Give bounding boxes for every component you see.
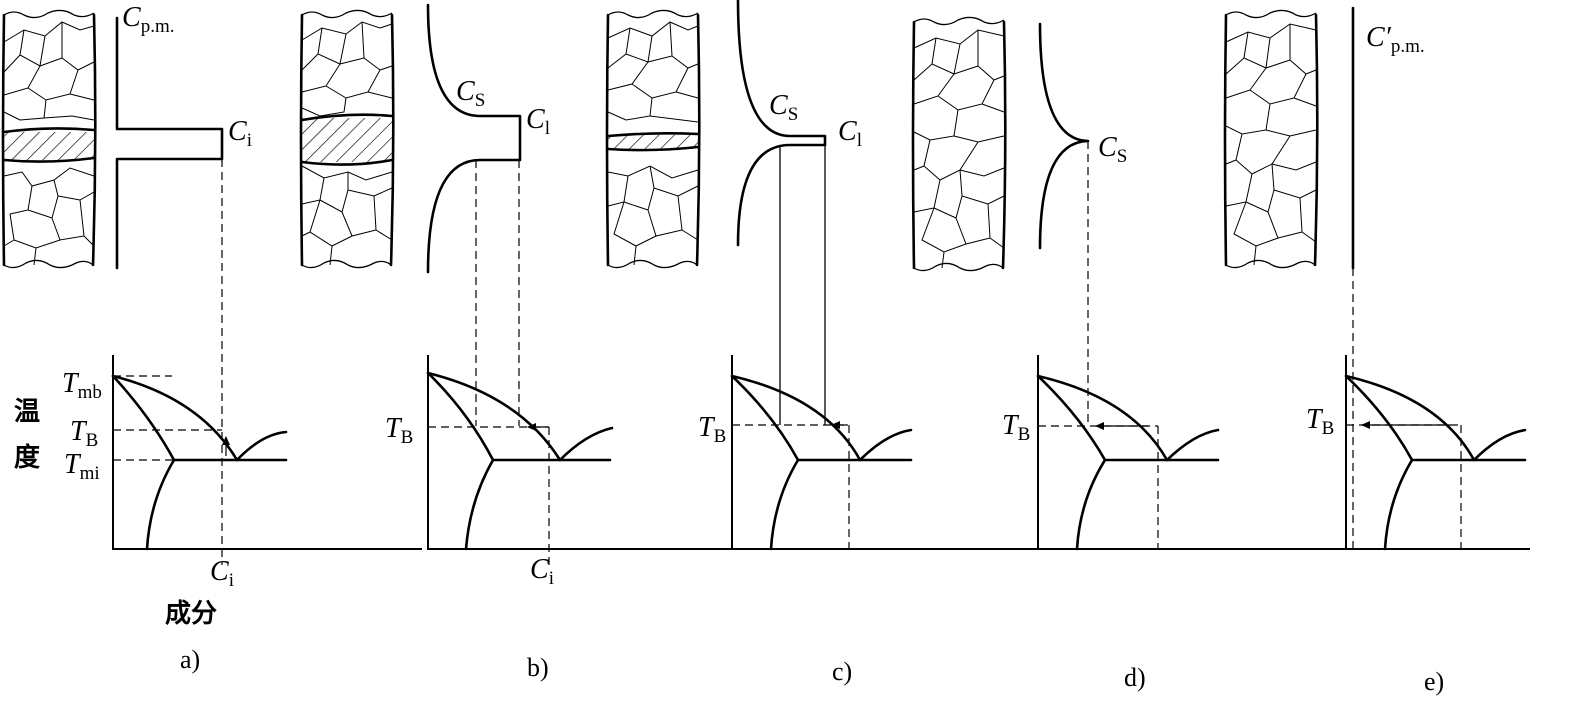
label-tb-a: TB <box>70 416 98 451</box>
label-tb-d: TB <box>1002 410 1030 445</box>
x-axis-label: 成分 <box>165 599 217 629</box>
caption-b: b) <box>527 653 549 682</box>
caption-d: d) <box>1124 663 1146 692</box>
microstructure-d <box>911 16 1007 272</box>
label-cl-b: Cl <box>526 104 550 139</box>
label-cl-c: Cl <box>838 116 862 151</box>
profile-a <box>115 16 224 270</box>
label-tb-c: TB <box>698 412 726 447</box>
label-cpm-prime: C′p.m. <box>1366 22 1425 57</box>
label-tmb: Tmb <box>62 368 102 403</box>
phase-diagram-b <box>426 355 735 565</box>
y-axis-label-1: 温 <box>14 397 40 427</box>
label-tb-e: TB <box>1306 404 1334 439</box>
phase-diagram-d <box>1036 355 1349 551</box>
microstructure-b <box>299 9 395 269</box>
panel-d: CS TB d) <box>911 16 1349 692</box>
microstructure-e <box>1223 9 1319 269</box>
microstructure-a <box>1 9 97 269</box>
panel-c: CS Cl TB c) <box>605 0 1042 686</box>
label-tmi: Tmi <box>64 449 100 484</box>
panel-a: Cp.m. Ci Tmb TB Tmi Ci <box>1 2 422 674</box>
label-ci-axis-a: Ci <box>210 556 234 591</box>
label-cs-c: CS <box>769 90 798 125</box>
panel-b: CS Cl TB Ci b) <box>299 3 735 682</box>
label-tb-b: TB <box>385 413 413 448</box>
profile-c <box>736 0 827 247</box>
caption-c: c) <box>832 657 852 686</box>
phase-diagram-c <box>730 355 1042 551</box>
panel-e: C′p.m. TB e) <box>1223 6 1530 696</box>
label-cpm: Cp.m. <box>122 2 174 37</box>
profile-b <box>426 3 522 274</box>
profile-d <box>1038 22 1090 250</box>
label-ci-axis-b: Ci <box>530 554 554 589</box>
caption-e: e) <box>1424 667 1444 696</box>
phase-diagram-a <box>111 355 422 551</box>
caption-a: a) <box>180 645 200 674</box>
microstructure-c <box>605 9 701 269</box>
label-ci-profile: Ci <box>228 116 252 151</box>
label-cs-b: CS <box>456 76 485 111</box>
label-cs-d: CS <box>1098 132 1127 167</box>
y-axis-label-2: 度 <box>14 442 40 473</box>
phase-diagram-e <box>1344 355 1530 551</box>
